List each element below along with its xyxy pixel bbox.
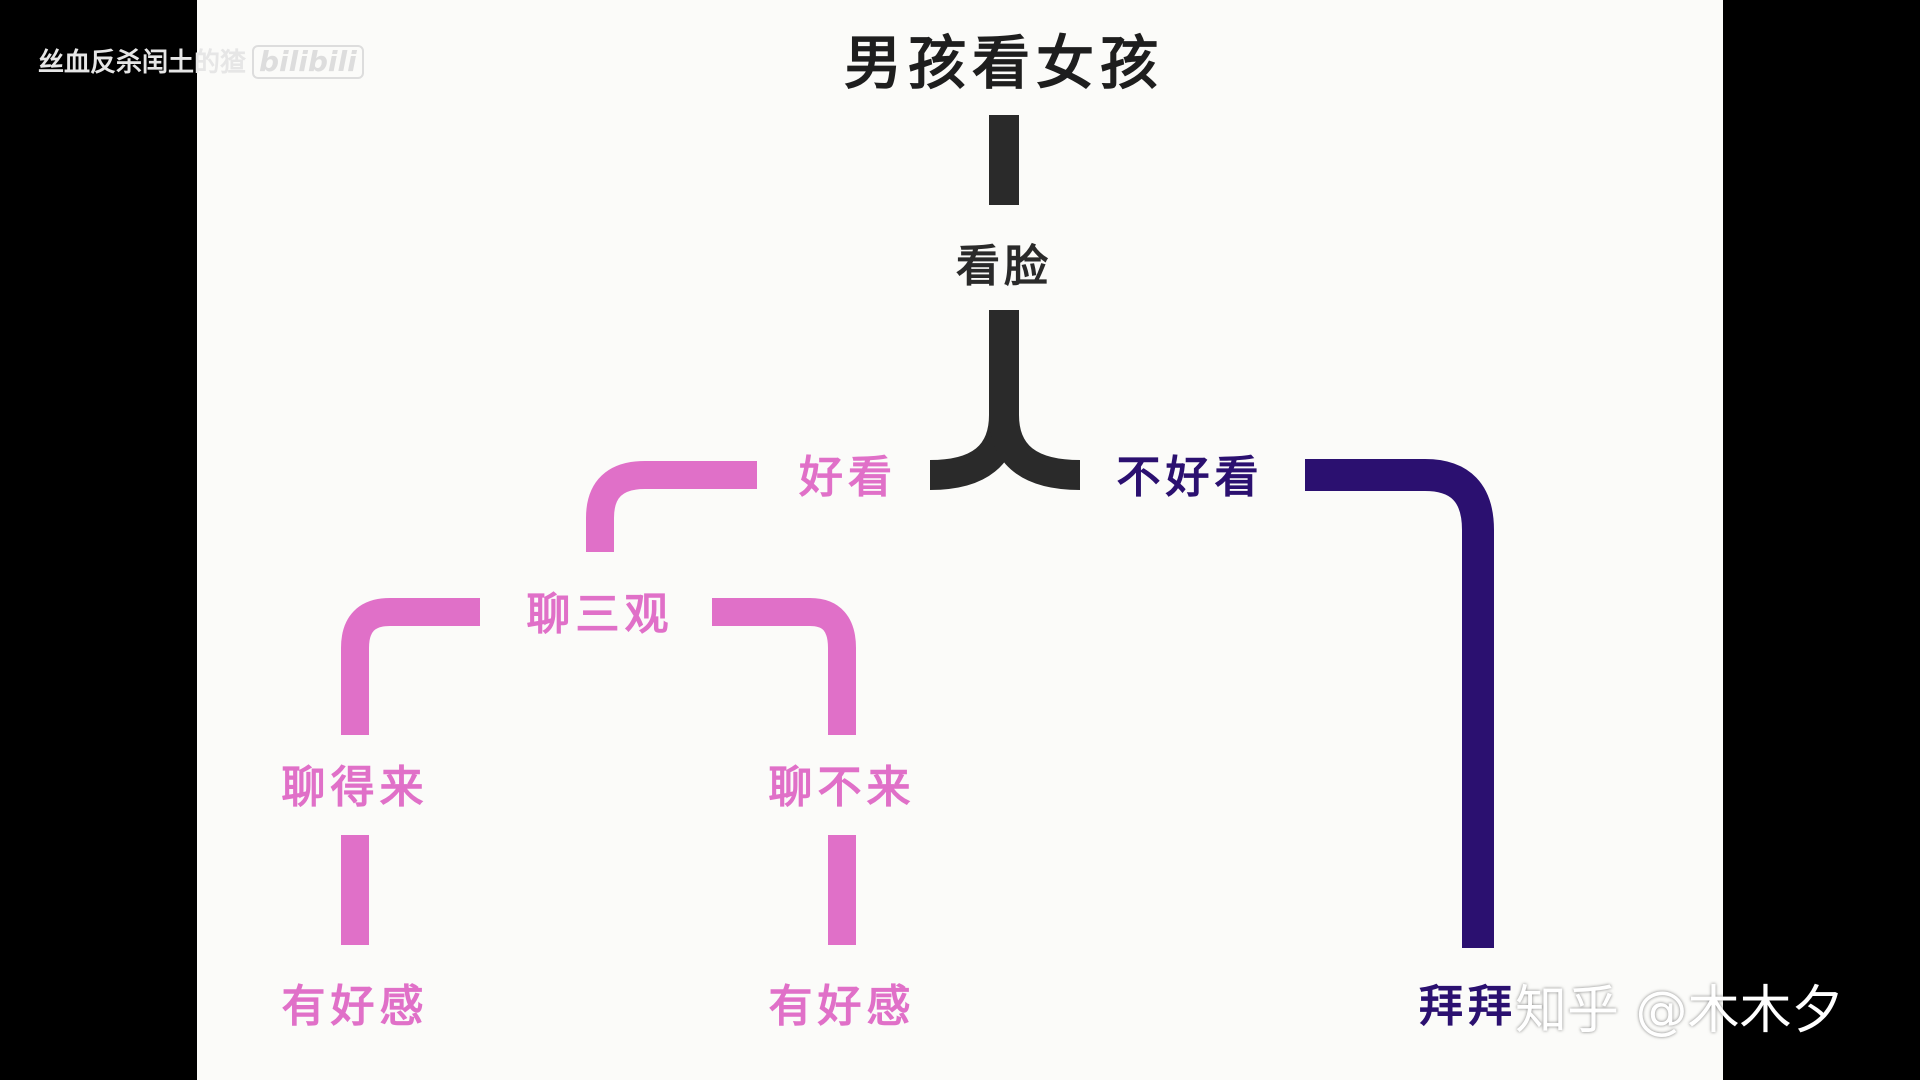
node-get-along: 聊得来: [281, 762, 429, 813]
node-not-good-looking: 不好看: [1116, 452, 1264, 503]
connector-values-right: [712, 598, 856, 735]
connector-values-left: [341, 598, 480, 735]
diagram-title: 男孩看女孩: [843, 29, 1165, 97]
connector-face-to-split: [929, 310, 1019, 490]
node-talk-values: 聊三观: [526, 589, 674, 640]
bilibili-logo-icon: bilibili: [252, 45, 364, 79]
node-result-middle: 有好感: [768, 981, 916, 1032]
connector-split-right: [989, 414, 1081, 490]
zhihu-watermark: 知乎 @木木夕: [1515, 981, 1844, 1041]
node-result-bye: 拜拜: [1419, 981, 1517, 1032]
uploader-name: 丝血反杀闰土的猹: [38, 48, 247, 78]
connector-not-good-to-bye: [1305, 459, 1494, 948]
node-good-looking: 好看: [799, 452, 897, 503]
node-result-left: 有好感: [281, 981, 429, 1032]
node-look-at-face: 看脸: [956, 241, 1052, 292]
connector-good-to-values: [586, 461, 757, 552]
node-not-get-along: 聊不来: [768, 762, 916, 813]
